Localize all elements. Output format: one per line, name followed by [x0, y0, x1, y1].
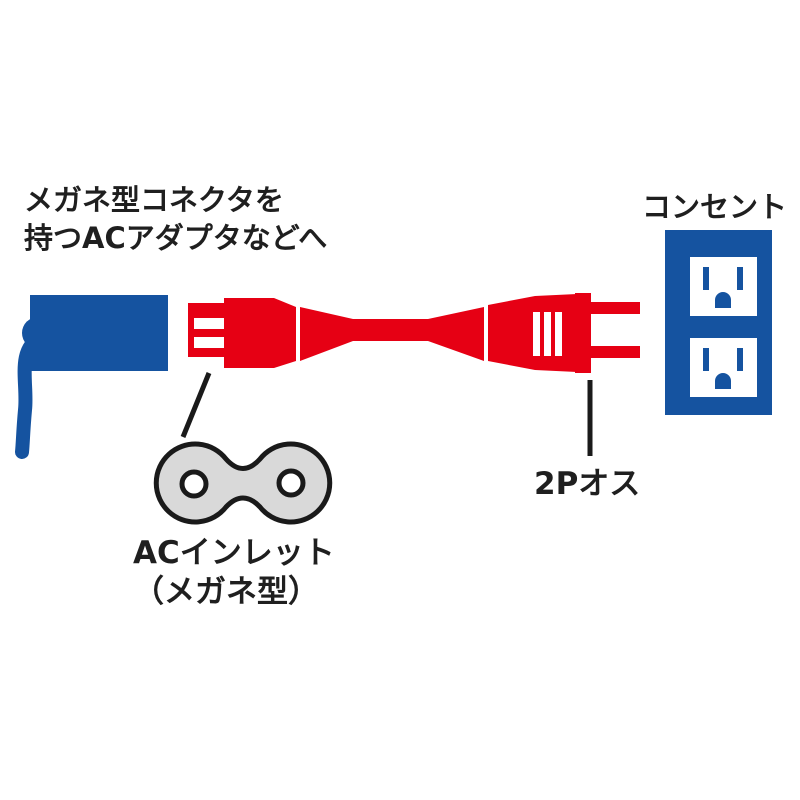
plug-prong-bottom: [591, 346, 640, 358]
plug-grip-ridge-3: [555, 312, 562, 356]
outlet-bottom-ground-hole: [715, 373, 731, 389]
outlet-bottom-slot-left: [703, 348, 709, 371]
cord-cable: [350, 319, 432, 341]
outlet-top-slot-left: [703, 267, 709, 290]
outlet-top-ground-hole: [715, 292, 731, 308]
ac-adapter-body: [30, 295, 168, 371]
inlet-label-line2: （メガネ型）: [133, 574, 319, 610]
plug-face: [575, 293, 591, 373]
plug-type-label: 2Pオス: [534, 466, 641, 502]
plug-grip-ridge-1: [533, 312, 540, 356]
megane-inlet-icon: [153, 441, 333, 525]
c7-strain-relief: [300, 307, 353, 361]
megane-inlet-outline: [153, 441, 333, 525]
plug-grip-ridge-2: [544, 312, 551, 356]
c7-connector-taper: [274, 298, 296, 368]
inlet-label: ACインレット （メガネ型）: [133, 534, 335, 612]
inlet-label-line1: ACインレット: [133, 535, 335, 571]
plug-prong-top: [591, 302, 640, 314]
adapter-note-label: メガネ型コネクタを 持つACアダプタなどへ: [24, 181, 327, 257]
2p-plug-icon: [428, 293, 640, 373]
leader-line-inlet: [180, 372, 212, 438]
c7-connector-body: [224, 298, 274, 368]
outlet-bottom-slot-right: [737, 348, 743, 371]
c7-megane-connector-icon: [188, 298, 353, 368]
plug-body: [488, 294, 577, 372]
megane-hole-left: [179, 469, 209, 499]
adapter-cable: [15, 331, 47, 459]
adapter-note-line1: メガネ型コネクタを: [24, 183, 284, 217]
wall-outlet-icon: [665, 230, 772, 415]
c7-connector-face: [188, 303, 224, 357]
c7-slot-bottom: [194, 337, 224, 348]
c7-slot-top: [194, 318, 224, 329]
adapter-note-line2: 持つACアダプタなどへ: [24, 221, 328, 255]
megane-hole-right: [276, 468, 306, 498]
ac-adapter-icon: [15, 295, 168, 459]
outlet-label: コンセント: [642, 190, 788, 224]
plug-strain-relief: [428, 307, 484, 361]
outlet-top-slot-right: [737, 267, 743, 290]
